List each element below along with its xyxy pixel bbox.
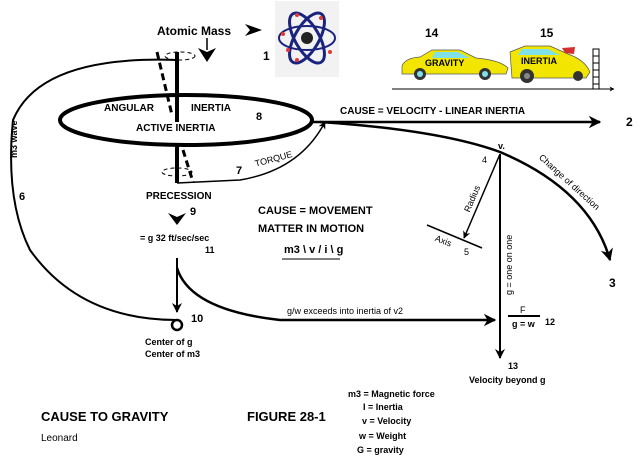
- center-of-g-label: Center of g: [145, 337, 193, 347]
- torque-path: [176, 121, 326, 184]
- author-label: Leonard: [41, 433, 78, 444]
- legend-item: m3 = Magnetic force: [348, 389, 435, 399]
- label-number-9: 9: [190, 206, 197, 218]
- fraction-denominator: g = w: [512, 319, 535, 329]
- figure-number: FIGURE 28-1: [247, 409, 326, 424]
- cause-velocity-label: CAUSE = VELOCITY - LINEAR INERTIA: [340, 106, 526, 117]
- tilted-axis-top: [155, 51, 174, 116]
- inertia-car: [509, 45, 591, 83]
- fraction-numerator: F: [520, 305, 526, 315]
- label-number-12: 12: [545, 317, 556, 327]
- g32-label: = g 32 ft/sec/sec: [140, 233, 210, 243]
- legend-item: v = Velocity: [362, 416, 412, 426]
- spin-ring-top: [164, 51, 196, 61]
- label-number-11: 11: [205, 245, 215, 255]
- wall-ladder: [592, 48, 600, 90]
- m3-wave-label: m3 wave: [9, 120, 19, 158]
- label-number-6: 6: [19, 191, 26, 203]
- label-number-10: 10: [191, 313, 204, 325]
- matter-in-motion-label: MATTER IN MOTION: [258, 223, 365, 235]
- precession-arrow: [168, 213, 186, 225]
- label-number-7: 7: [236, 165, 243, 177]
- m3-wave-curve: [10, 58, 178, 321]
- atomic-mass-label: Atomic Mass: [157, 24, 232, 38]
- gw-exceeds-path: [175, 267, 497, 327]
- label-number-8: 8: [256, 111, 263, 123]
- inertia-label: INERTIA: [191, 103, 231, 114]
- gw-exceeds-label: g/w exceeds into inertia of v2: [287, 306, 404, 316]
- label-number-1: 1: [263, 49, 270, 63]
- label-number-13: 13: [508, 361, 519, 371]
- arrow-to-atom: [245, 24, 262, 36]
- precession-label: PRECESSION: [146, 191, 212, 202]
- cause-movement-label: CAUSE = MOVEMENT: [258, 205, 373, 217]
- legend-item: w = Weight: [359, 431, 407, 441]
- atom-picture: [275, 1, 339, 77]
- legend-item: G = gravity: [357, 445, 404, 455]
- gravity-car: [401, 49, 509, 80]
- car-gravity-label: GRAVITY: [425, 58, 465, 68]
- velocity-beyond-label: Velocity beyond g: [469, 375, 546, 385]
- angular-inertia-ellipse: [58, 93, 314, 147]
- v-point-label: v.: [498, 141, 505, 151]
- axis-line: [426, 224, 483, 249]
- diagram-title: CAUSE TO GRAVITY: [41, 409, 169, 424]
- active-inertia-label: ACTIVE INERTIA: [136, 123, 216, 134]
- label-number-5: 5: [464, 247, 470, 257]
- formula-label: m3 \ v / i \ g: [284, 244, 344, 256]
- label-number-4: 4: [482, 155, 488, 165]
- label-number-3: 3: [609, 276, 616, 290]
- label-number-2: 2: [626, 115, 633, 129]
- g-one-on-one-label: g = one on one: [504, 234, 514, 295]
- radius-arrow: [463, 153, 501, 239]
- legend-item: I = Inertia: [363, 402, 403, 412]
- car-inertia-label: INERTIA: [521, 56, 557, 66]
- angular-label: ANGULAR: [104, 103, 154, 114]
- spin-ring-bottom: [161, 167, 193, 177]
- label-number-14: 14: [425, 26, 439, 40]
- center-of-g-circle: [170, 318, 184, 332]
- center-of-m3-label: Center of m3: [145, 349, 201, 359]
- arrow-atomic-down-head: [198, 48, 216, 62]
- tilted-axis-bottom: [181, 149, 195, 183]
- change-of-direction-curve: [319, 120, 613, 262]
- label-number-15: 15: [540, 26, 554, 40]
